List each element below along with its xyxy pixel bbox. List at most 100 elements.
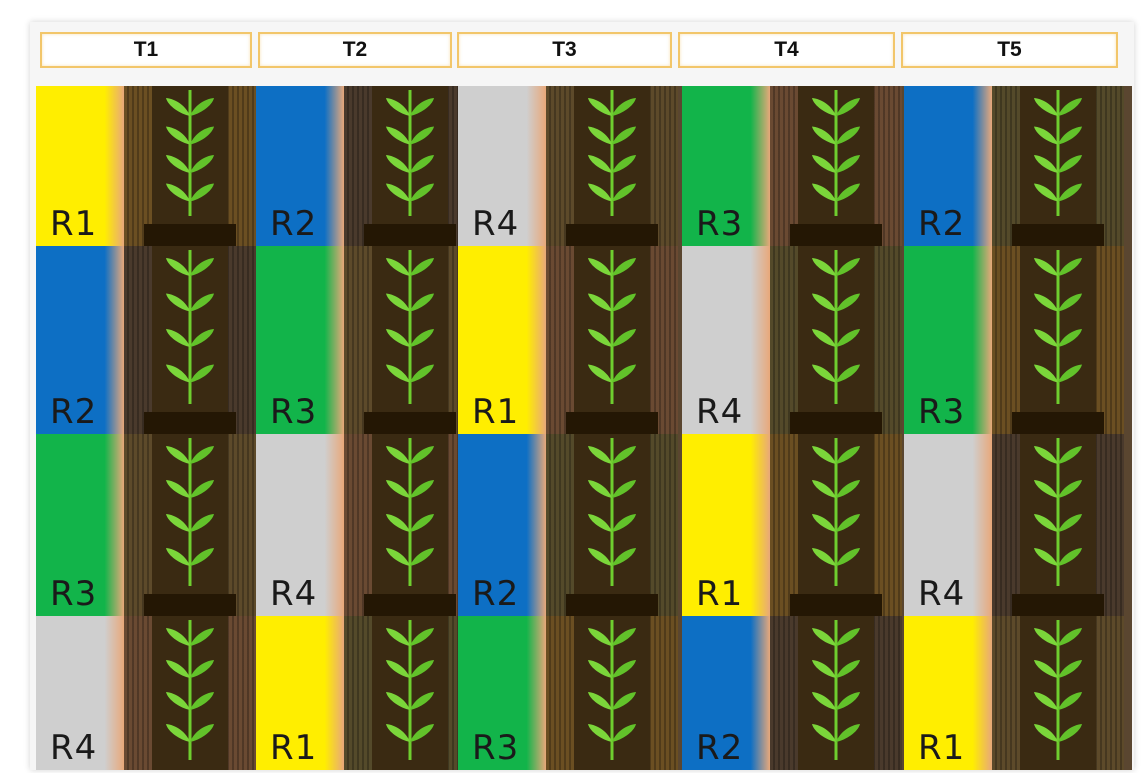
replicate-tag-t2-row3: R4	[256, 434, 344, 616]
replicate-tag-t1-row1: R1	[36, 86, 124, 246]
treatment-header-t4: T4	[678, 32, 895, 68]
replicate-tag-t4-row3: R1	[682, 434, 770, 616]
sprout-icon	[1034, 438, 1082, 586]
plot-t3-row2	[546, 246, 678, 434]
replicate-tag-t3-row2: R1	[458, 246, 546, 434]
plot-t1-row3	[124, 434, 256, 616]
replicate-tag-t4-row1: R3	[682, 86, 770, 246]
plot-t1-row4	[124, 616, 256, 770]
plot-gap	[790, 412, 882, 434]
sprout-icon	[1034, 250, 1082, 404]
plot-gap	[1012, 412, 1104, 434]
sprout-icon	[812, 438, 860, 586]
plot-gap	[790, 224, 882, 246]
replicate-label: R3	[918, 392, 966, 432]
replicate-label: R1	[270, 728, 318, 768]
replicate-label: R3	[270, 392, 318, 432]
plot-gap	[364, 412, 456, 434]
sprout-icon	[812, 90, 860, 216]
sprout-icon	[588, 250, 636, 404]
plot-t3-row4	[546, 616, 678, 770]
replicate-label: R2	[270, 204, 318, 244]
replicate-tag-t2-row4: R1	[256, 616, 344, 770]
sprout-icon	[166, 250, 214, 404]
plot-gap	[566, 224, 658, 246]
plot-t4-row3	[770, 434, 902, 616]
sprout-icon	[386, 620, 434, 760]
plot-t2-row4	[344, 616, 476, 770]
replicate-tag-t1-row3: R3	[36, 434, 124, 616]
plot-t5-row4	[992, 616, 1124, 770]
replicate-tag-t5-row3: R4	[904, 434, 992, 616]
sprout-icon	[386, 438, 434, 586]
replicate-tag-t3-row1: R4	[458, 86, 546, 246]
replicate-label: R2	[918, 204, 966, 244]
treatment-header-t3: T3	[457, 32, 672, 68]
replicate-label: R1	[918, 728, 966, 768]
sprout-icon	[386, 250, 434, 404]
plot-gap	[1012, 224, 1104, 246]
replicate-label: R2	[50, 392, 98, 432]
sprout-icon	[588, 620, 636, 760]
plot-gap	[144, 594, 236, 616]
sprout-icon	[166, 620, 214, 760]
treatment-header-t2: T2	[258, 32, 452, 68]
treatment-header-t5: T5	[901, 32, 1118, 68]
plot-gap	[1012, 594, 1104, 616]
replicate-label: R4	[50, 728, 98, 768]
treatment-header-t1: T1	[40, 32, 252, 68]
replicate-label: R1	[50, 204, 98, 244]
plot-gap	[566, 412, 658, 434]
plot-t5-row1	[992, 86, 1124, 246]
replicate-tag-t4-row2: R4	[682, 246, 770, 434]
replicate-label: R4	[696, 392, 744, 432]
sprout-icon	[1034, 620, 1082, 760]
replicate-tag-t3-row3: R2	[458, 434, 546, 616]
replicate-tag-t5-row4: R1	[904, 616, 992, 770]
replicate-label: R4	[472, 204, 520, 244]
plot-gap	[364, 594, 456, 616]
replicate-tag-t5-row2: R3	[904, 246, 992, 434]
replicate-tag-t2-row1: R2	[256, 86, 344, 246]
plot-t3-row3	[546, 434, 678, 616]
sprout-icon	[1034, 90, 1082, 216]
replicate-tag-t1-row4: R4	[36, 616, 124, 770]
sprout-icon	[812, 620, 860, 760]
sprout-icon	[166, 438, 214, 586]
plot-gap	[566, 594, 658, 616]
plot-gap	[364, 224, 456, 246]
replicate-label: R3	[50, 574, 98, 614]
replicate-label: R3	[696, 204, 744, 244]
plot-t5-row3	[992, 434, 1124, 616]
replicate-label: R1	[696, 574, 744, 614]
plot-gap	[144, 412, 236, 434]
replicate-label: R2	[696, 728, 744, 768]
sprout-icon	[386, 90, 434, 216]
replicate-label: R4	[918, 574, 966, 614]
plot-t1-row1	[124, 86, 256, 246]
plot-t2-row2	[344, 246, 476, 434]
sprout-icon	[166, 90, 214, 216]
replicate-label: R4	[270, 574, 318, 614]
plot-t4-row2	[770, 246, 902, 434]
plot-t5-row2	[992, 246, 1124, 434]
plot-gap	[790, 594, 882, 616]
replicate-label: R2	[472, 574, 520, 614]
plot-t2-row3	[344, 434, 476, 616]
replicate-tag-t4-row4: R2	[682, 616, 770, 770]
replicate-tag-t3-row4: R3	[458, 616, 546, 770]
plot-t1-row2	[124, 246, 256, 434]
sprout-icon	[812, 250, 860, 404]
sprout-icon	[588, 438, 636, 586]
replicate-label: R3	[472, 728, 520, 768]
replicate-label: R1	[472, 392, 520, 432]
sprout-icon	[588, 90, 636, 216]
plot-t2-row1	[344, 86, 476, 246]
plot-t4-row1	[770, 86, 902, 246]
replicate-tag-t5-row1: R2	[904, 86, 992, 246]
replicate-tag-t2-row2: R3	[256, 246, 344, 434]
plot-t3-row1	[546, 86, 678, 246]
replicate-tag-t1-row2: R2	[36, 246, 124, 434]
